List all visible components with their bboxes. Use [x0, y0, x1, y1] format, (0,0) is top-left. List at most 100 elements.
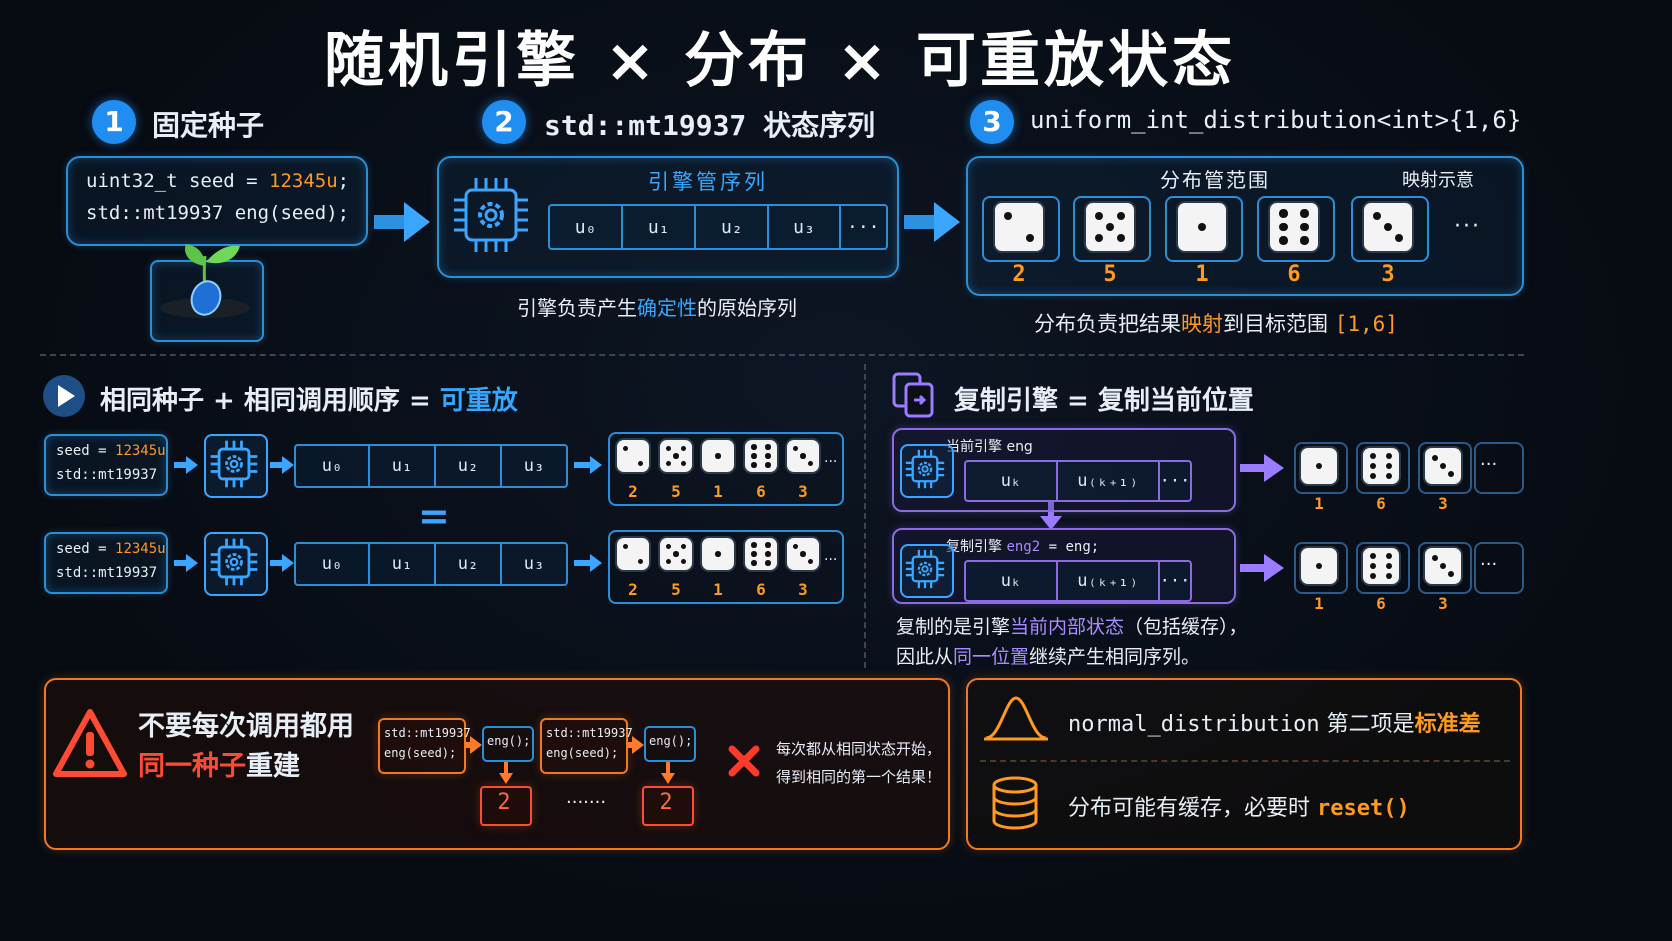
distribution-box — [966, 156, 1524, 296]
die-pip — [715, 551, 721, 557]
die-pip — [751, 444, 757, 450]
rebuild-code-box — [540, 718, 628, 774]
arrow-right-icon — [466, 736, 482, 754]
seq-cell: u₀ — [296, 544, 370, 584]
replay-title: 相同种子 + 相同调用顺序 = 可重放 — [100, 386, 518, 416]
distribution-caption: 分布负责把结果映射到目标范围 [1,6] — [1034, 312, 1398, 336]
database-icon — [992, 776, 1038, 830]
seq-cell: u₃ — [523, 456, 545, 476]
seed-line: seed = 12345u — [56, 443, 166, 459]
engine-chip-icon — [210, 538, 258, 586]
die-pip — [1448, 571, 1455, 578]
die-pip — [665, 445, 672, 452]
code-line: eng(seed); — [384, 746, 457, 760]
die-pip — [715, 453, 721, 459]
step-1-badge: 1 — [92, 100, 136, 144]
dice-value: 3 — [1438, 594, 1448, 613]
dice-ellipsis: ··· — [824, 454, 838, 470]
die-pip — [1300, 236, 1309, 245]
die-face — [787, 538, 819, 570]
die-face — [1363, 448, 1399, 484]
step-3-title: uniform_int_distribution<int>{1,6} — [1030, 106, 1522, 134]
die-pip — [680, 543, 687, 550]
engine-chip-icon — [454, 178, 528, 252]
die-face — [617, 440, 649, 472]
engine-line: std::mt19937 — [56, 565, 158, 581]
die-pip — [751, 462, 757, 468]
step-2-title: std::mt19937 状态序列 — [544, 109, 876, 142]
seed-line: seed = 12345u — [56, 541, 166, 557]
die-face — [617, 538, 649, 570]
tips-divider — [980, 760, 1510, 762]
die-pip — [765, 542, 771, 548]
die-face — [660, 440, 692, 472]
seed-code-line-1: uint32_t seed = 12345u; — [86, 170, 350, 192]
seq-cell: u₂ — [436, 544, 502, 584]
dice-ellipsis: ··· — [1454, 214, 1481, 239]
seq-cell: uₖ — [966, 562, 1058, 600]
engine-chip-frame — [900, 444, 954, 498]
die-frame — [1165, 196, 1243, 262]
seq-cell: ··· — [847, 216, 880, 238]
dice-value: 6 — [1287, 262, 1301, 287]
dice-result-frame — [608, 432, 844, 506]
equals-sign: = — [418, 494, 450, 538]
die-face — [787, 440, 819, 472]
die-pip — [807, 460, 814, 467]
die-face — [995, 203, 1043, 251]
die-pip — [1370, 562, 1377, 570]
die-pip — [800, 551, 806, 557]
warning-note-2: 得到相同的第一个结果！ — [776, 768, 942, 786]
warning-title-2: 同一种子重建 — [138, 751, 300, 782]
copy-caption-2: 因此从同一位置继续产生相同序列。 — [896, 646, 1201, 668]
seq-cell: u₃ — [769, 206, 841, 248]
dice-value: 2 — [1012, 262, 1026, 287]
die-pip — [1300, 222, 1309, 232]
die-pip — [680, 445, 687, 452]
die-pip — [1279, 222, 1288, 232]
die-pip — [1394, 233, 1404, 243]
dice-ellipsis: ··· — [1480, 454, 1498, 475]
dice-value: 3 — [1381, 262, 1395, 287]
result-value: 2 — [497, 790, 511, 815]
seq-cell: u₍ₖ₊₁₎ — [1058, 462, 1160, 500]
die-pip — [1197, 222, 1207, 232]
cross-icon — [728, 745, 760, 777]
dice-value: 1 — [1195, 262, 1209, 287]
die-pip — [1431, 454, 1438, 461]
result-box — [480, 786, 532, 826]
die-frame — [1257, 196, 1335, 262]
die-pip — [1439, 462, 1447, 470]
die-pip — [1370, 552, 1377, 559]
dice-value: 1 — [713, 580, 723, 599]
dice-ellipsis: ··· — [824, 552, 838, 568]
arrow-right-icon — [270, 554, 294, 572]
code-line: eng(seed); — [546, 746, 619, 760]
die-pip — [1439, 562, 1447, 570]
arrow-down-icon — [499, 762, 513, 784]
seed-code-line-2: std::mt19937 eng(seed); — [86, 202, 350, 224]
dice-value: 3 — [798, 482, 808, 501]
seed-engine-box — [44, 434, 168, 496]
die-pip — [1448, 471, 1455, 478]
arrow-right-icon — [574, 554, 602, 572]
die-pip — [1105, 222, 1115, 232]
seed-engine-box — [44, 532, 168, 594]
seq-cell: u₁ — [370, 544, 436, 584]
die-pip — [1385, 452, 1392, 459]
die-pip — [665, 558, 672, 565]
die-pip — [800, 453, 806, 459]
die-face — [702, 440, 734, 472]
die-pip — [673, 453, 679, 459]
seq-cell: u₀ — [296, 446, 370, 486]
die-pip — [1370, 452, 1377, 459]
engine-chip-frame — [900, 544, 954, 598]
die-pip — [680, 460, 687, 467]
seq-cell: u₍ₖ₊₁₎ — [1058, 562, 1160, 600]
dice-value: 5 — [671, 482, 681, 501]
seq-cell: u₁ — [623, 206, 697, 248]
die-pip — [1300, 209, 1309, 218]
seq-cell: u₂ — [696, 206, 770, 248]
die-pip — [1372, 211, 1382, 221]
